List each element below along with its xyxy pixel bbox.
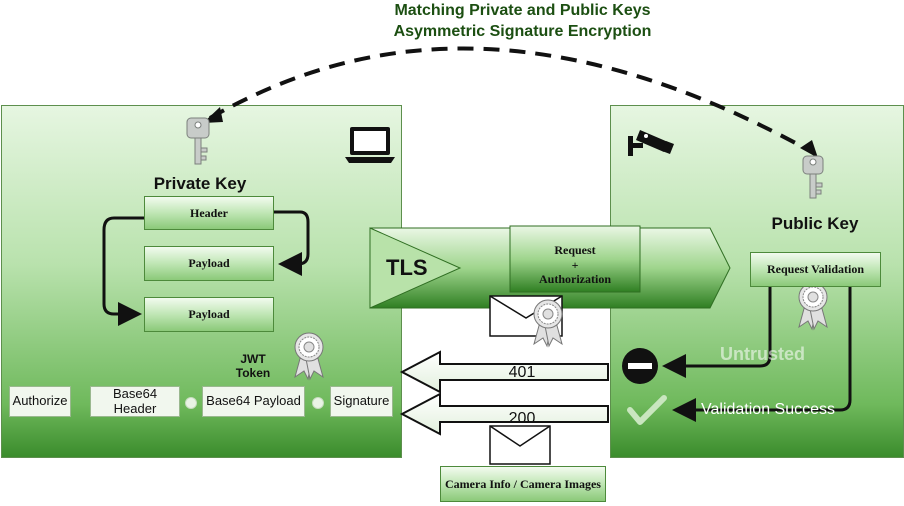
request-validation-box: Request Validation — [750, 252, 881, 287]
camera-response-box: Camera Info / Camera Images — [440, 466, 606, 502]
untrusted-ghost-text: Untrusted — [720, 344, 805, 364]
request-authorization-label: Request+Authorization — [539, 243, 611, 287]
token-part-signature: Signature — [330, 386, 393, 417]
tls-label: TLS — [386, 255, 428, 280]
token-separator-dot-2 — [312, 397, 324, 409]
diagram-title-line2: Asymmetric Signature Encryption — [393, 23, 652, 40]
diagram-title-line1: Matching Private and Public Keys — [394, 2, 651, 19]
token-part-base64-header: Base64 Header — [90, 386, 180, 417]
status-code-401: 401 — [508, 364, 536, 381]
flow-payload-box-2: Payload — [144, 297, 274, 332]
flow-header-box: Header — [144, 196, 274, 230]
private-key-label: Private Key — [153, 174, 247, 193]
request-rosette-icon — [533, 299, 563, 348]
public-key-label: Public Key — [771, 214, 859, 233]
token-separator-dot — [185, 397, 197, 409]
request-envelope-icon — [489, 295, 563, 337]
response-envelope-icon — [489, 425, 551, 465]
token-part-base64-payload: Base64 Payload — [202, 386, 305, 417]
token-part-authorize: Authorize — [9, 386, 71, 417]
flow-payload-box: Payload — [144, 246, 274, 281]
validation-success-label: Validation Success — [701, 401, 835, 418]
status-code-200: 200 — [508, 410, 536, 427]
